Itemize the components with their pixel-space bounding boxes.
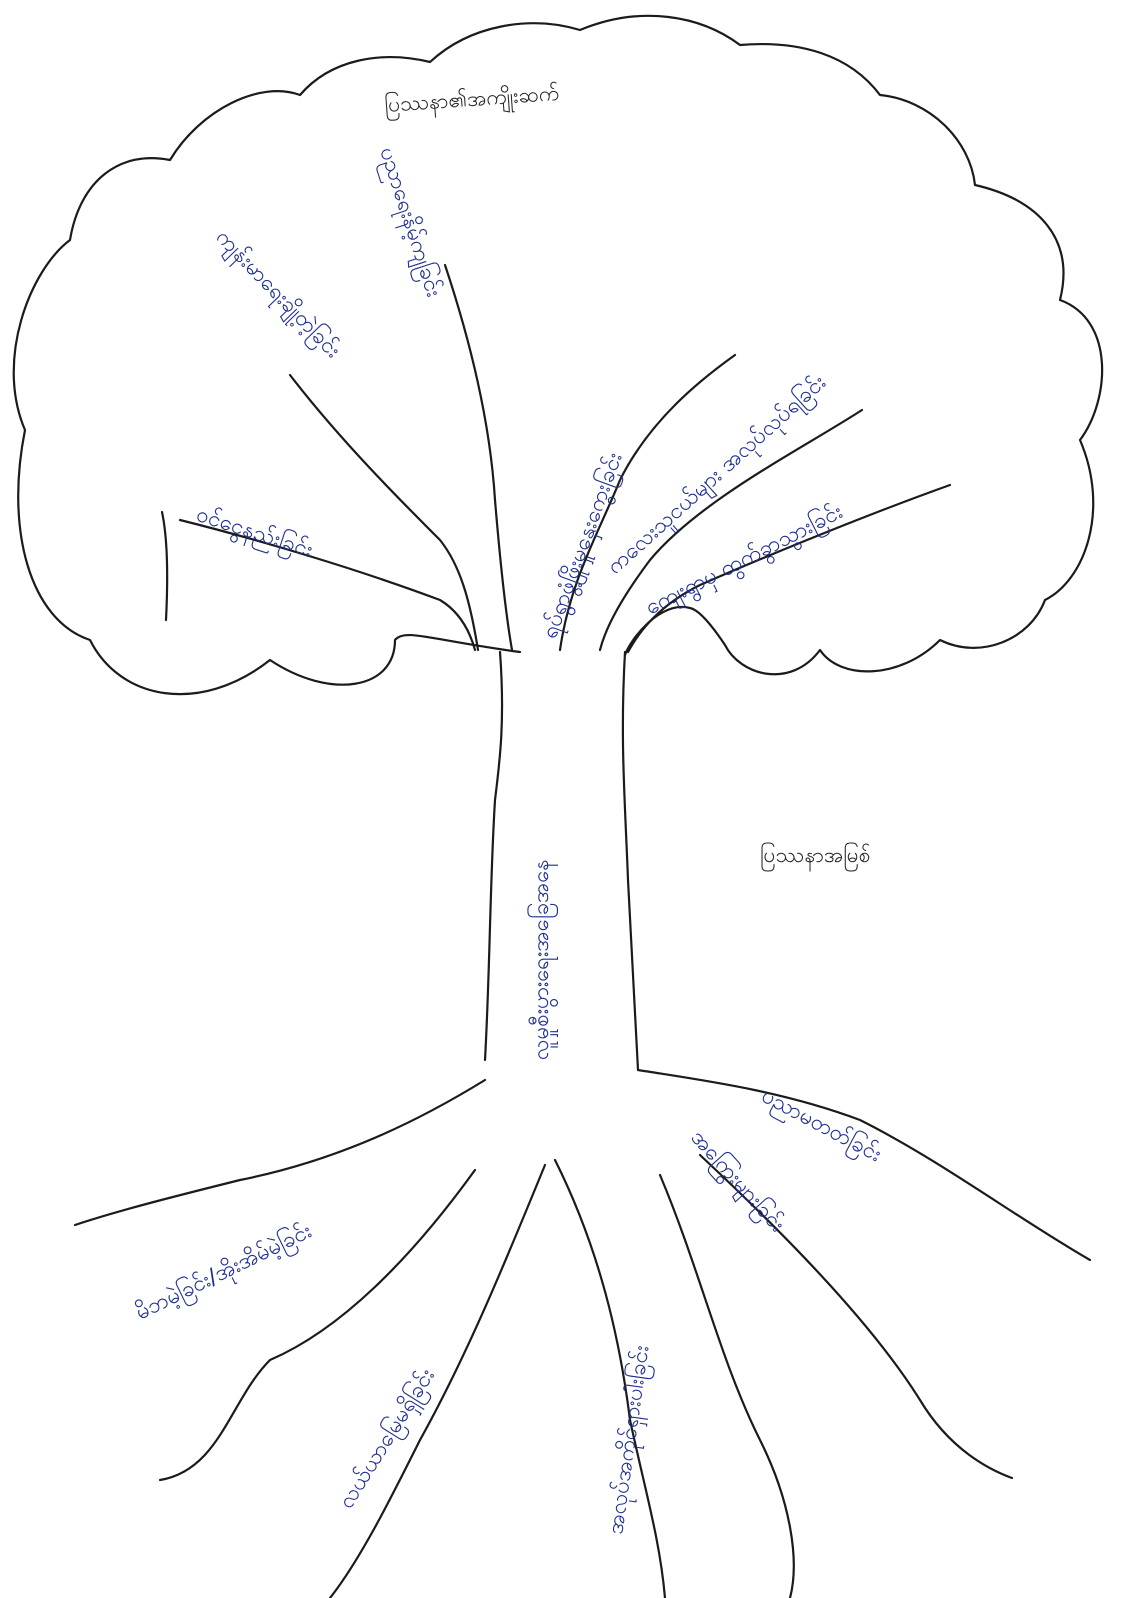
trunk-right-edge xyxy=(623,652,638,1070)
root-line-5 xyxy=(660,1175,794,1598)
branch-line-2 xyxy=(290,375,478,650)
root-line-3 xyxy=(330,1165,545,1598)
trunk-label: လူမှုစီးပွားရေးအခြေအနေ xyxy=(527,859,559,1060)
branch-label-3: ပညာရေးနိမ့်ကျခြင်း xyxy=(370,144,448,302)
branch-line-3 xyxy=(445,265,512,650)
branch-label-1: ဝင်ငွေနည်းခြင်း xyxy=(192,500,317,568)
root-line-7 xyxy=(638,1070,1090,1260)
branch-line-1 xyxy=(180,520,475,650)
trunk-left-edge xyxy=(485,652,502,1060)
root-line-1 xyxy=(75,1080,485,1225)
branch-line-1-stub xyxy=(162,512,167,620)
root-line-2 xyxy=(160,1170,475,1480)
crown-title: ပြဿနာ၏အကျိုးဆက် xyxy=(384,79,561,123)
root-label-2: လယ်ယာမြေမရှိခြင်း xyxy=(332,1363,444,1516)
branch-label-2: ကျန်းမာရေးချို့တဲ့ခြင်း xyxy=(207,223,347,366)
trunk-title: ပြဿနာအမြစ် xyxy=(760,841,871,872)
branch-label-5: ကလေးသူငယ်များ အလုပ်လုပ်ရခြင်း xyxy=(601,369,834,583)
root-label-4: အကြွေးများခြင်း xyxy=(683,1124,792,1240)
root-label-5: ပညာမတတ်ခြင်း xyxy=(755,1081,886,1170)
root-label-1: မိဘမဲ့ခြင်း/အိုးအိမ်မဲ့ခြင်း xyxy=(131,1217,318,1329)
